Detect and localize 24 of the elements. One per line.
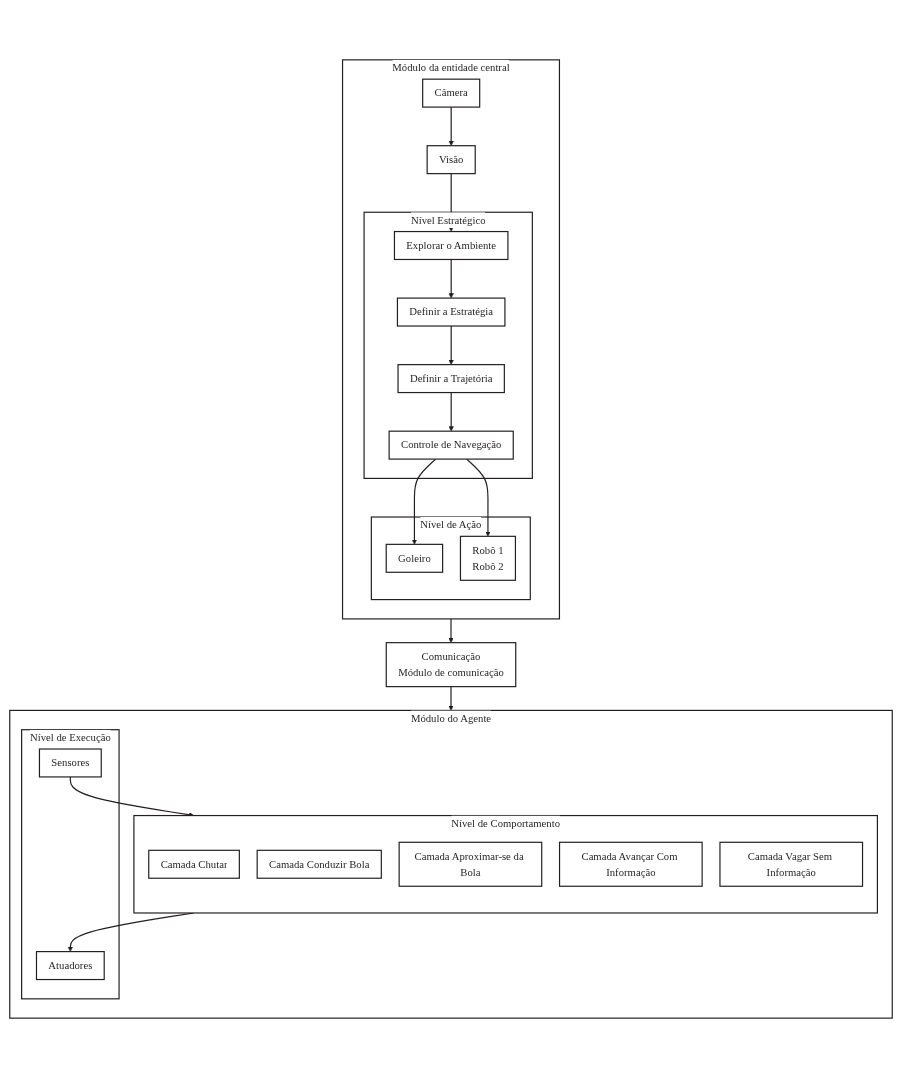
node-box: Visão (426, 145, 476, 175)
node-box: Camada Chutar (148, 849, 240, 879)
arrow (448, 686, 454, 711)
arrow (448, 258, 454, 299)
node-box: Comunicação Módulo de comunicação (385, 642, 517, 688)
node-box: Camada Aproximar-se da Bola (398, 841, 543, 887)
node-box: Camada Vagar Sem Informação (719, 841, 864, 887)
node-box: Explorar o Ambiente (393, 230, 509, 261)
arrow (411, 458, 437, 545)
node-box: Definir a Estratégia (396, 297, 506, 327)
node-box: Goleiro (385, 543, 444, 573)
arrow (448, 618, 454, 643)
node-box: Sensores (38, 748, 102, 778)
arrow (448, 106, 454, 146)
node-box: Camada Avançar Com Informação (558, 841, 703, 887)
arrow (448, 325, 454, 365)
node-box: Câmera (422, 78, 481, 108)
node-box: Atuadores (35, 951, 105, 981)
arrow (466, 458, 491, 537)
node-box: Robô 1 Robô 2 (459, 535, 517, 581)
node-box: Definir a Trajetória (397, 364, 505, 394)
node-box: Camada Conduzir Bola (256, 849, 382, 879)
arrow (448, 391, 454, 432)
node-box: Controle de Navegação (388, 430, 514, 460)
